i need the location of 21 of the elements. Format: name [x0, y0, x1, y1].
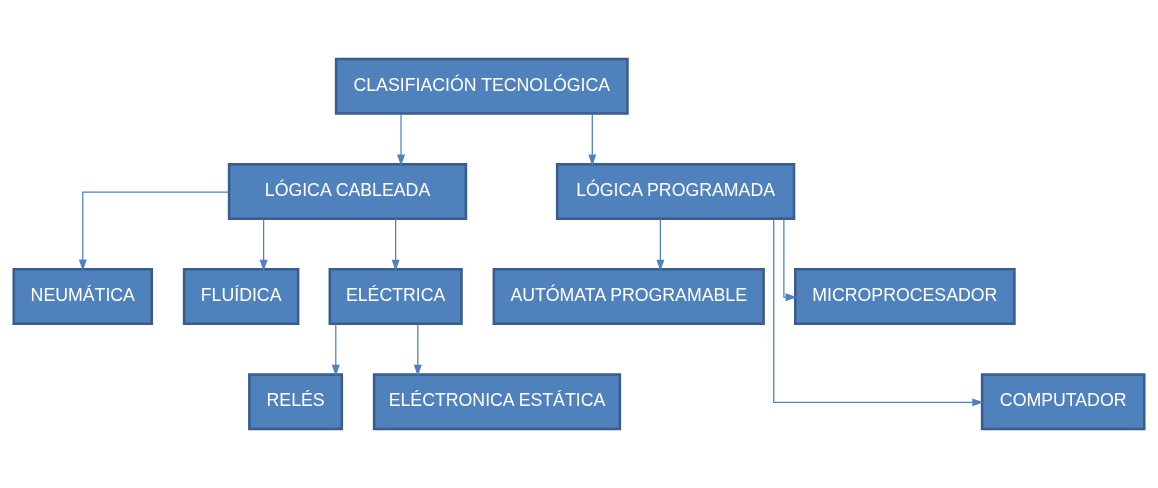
node-box: MICROPROCESADOR	[794, 268, 1016, 326]
arrow	[773, 218, 984, 407]
node-box: RELÉS	[248, 373, 344, 431]
node-box: COMPUTADOR	[980, 373, 1146, 431]
node-box: FLUÍDICA	[182, 268, 300, 326]
arrow	[259, 218, 268, 272]
arrow	[588, 113, 597, 166]
node-box: AUTÓMATA PROGRAMABLE	[492, 268, 765, 326]
arrow	[331, 323, 340, 377]
node-box: NEUMÁTICA	[12, 268, 154, 326]
arrow	[397, 113, 406, 166]
node-box: ELÉCTRICA	[328, 268, 463, 326]
arrow	[656, 218, 665, 272]
arrow	[783, 218, 797, 302]
node-box: ELÉCTRONICA ESTÁTICA	[372, 373, 622, 431]
arrow	[391, 218, 400, 272]
node-box: CLASIFIACIÓN TECNOLÓGICA	[334, 57, 629, 115]
node-box: LÓGICA CABLEADA	[227, 162, 468, 220]
arrow	[413, 323, 422, 377]
node-box: LÓGICA PROGRAMADA	[555, 162, 796, 220]
arrow	[78, 191, 230, 272]
